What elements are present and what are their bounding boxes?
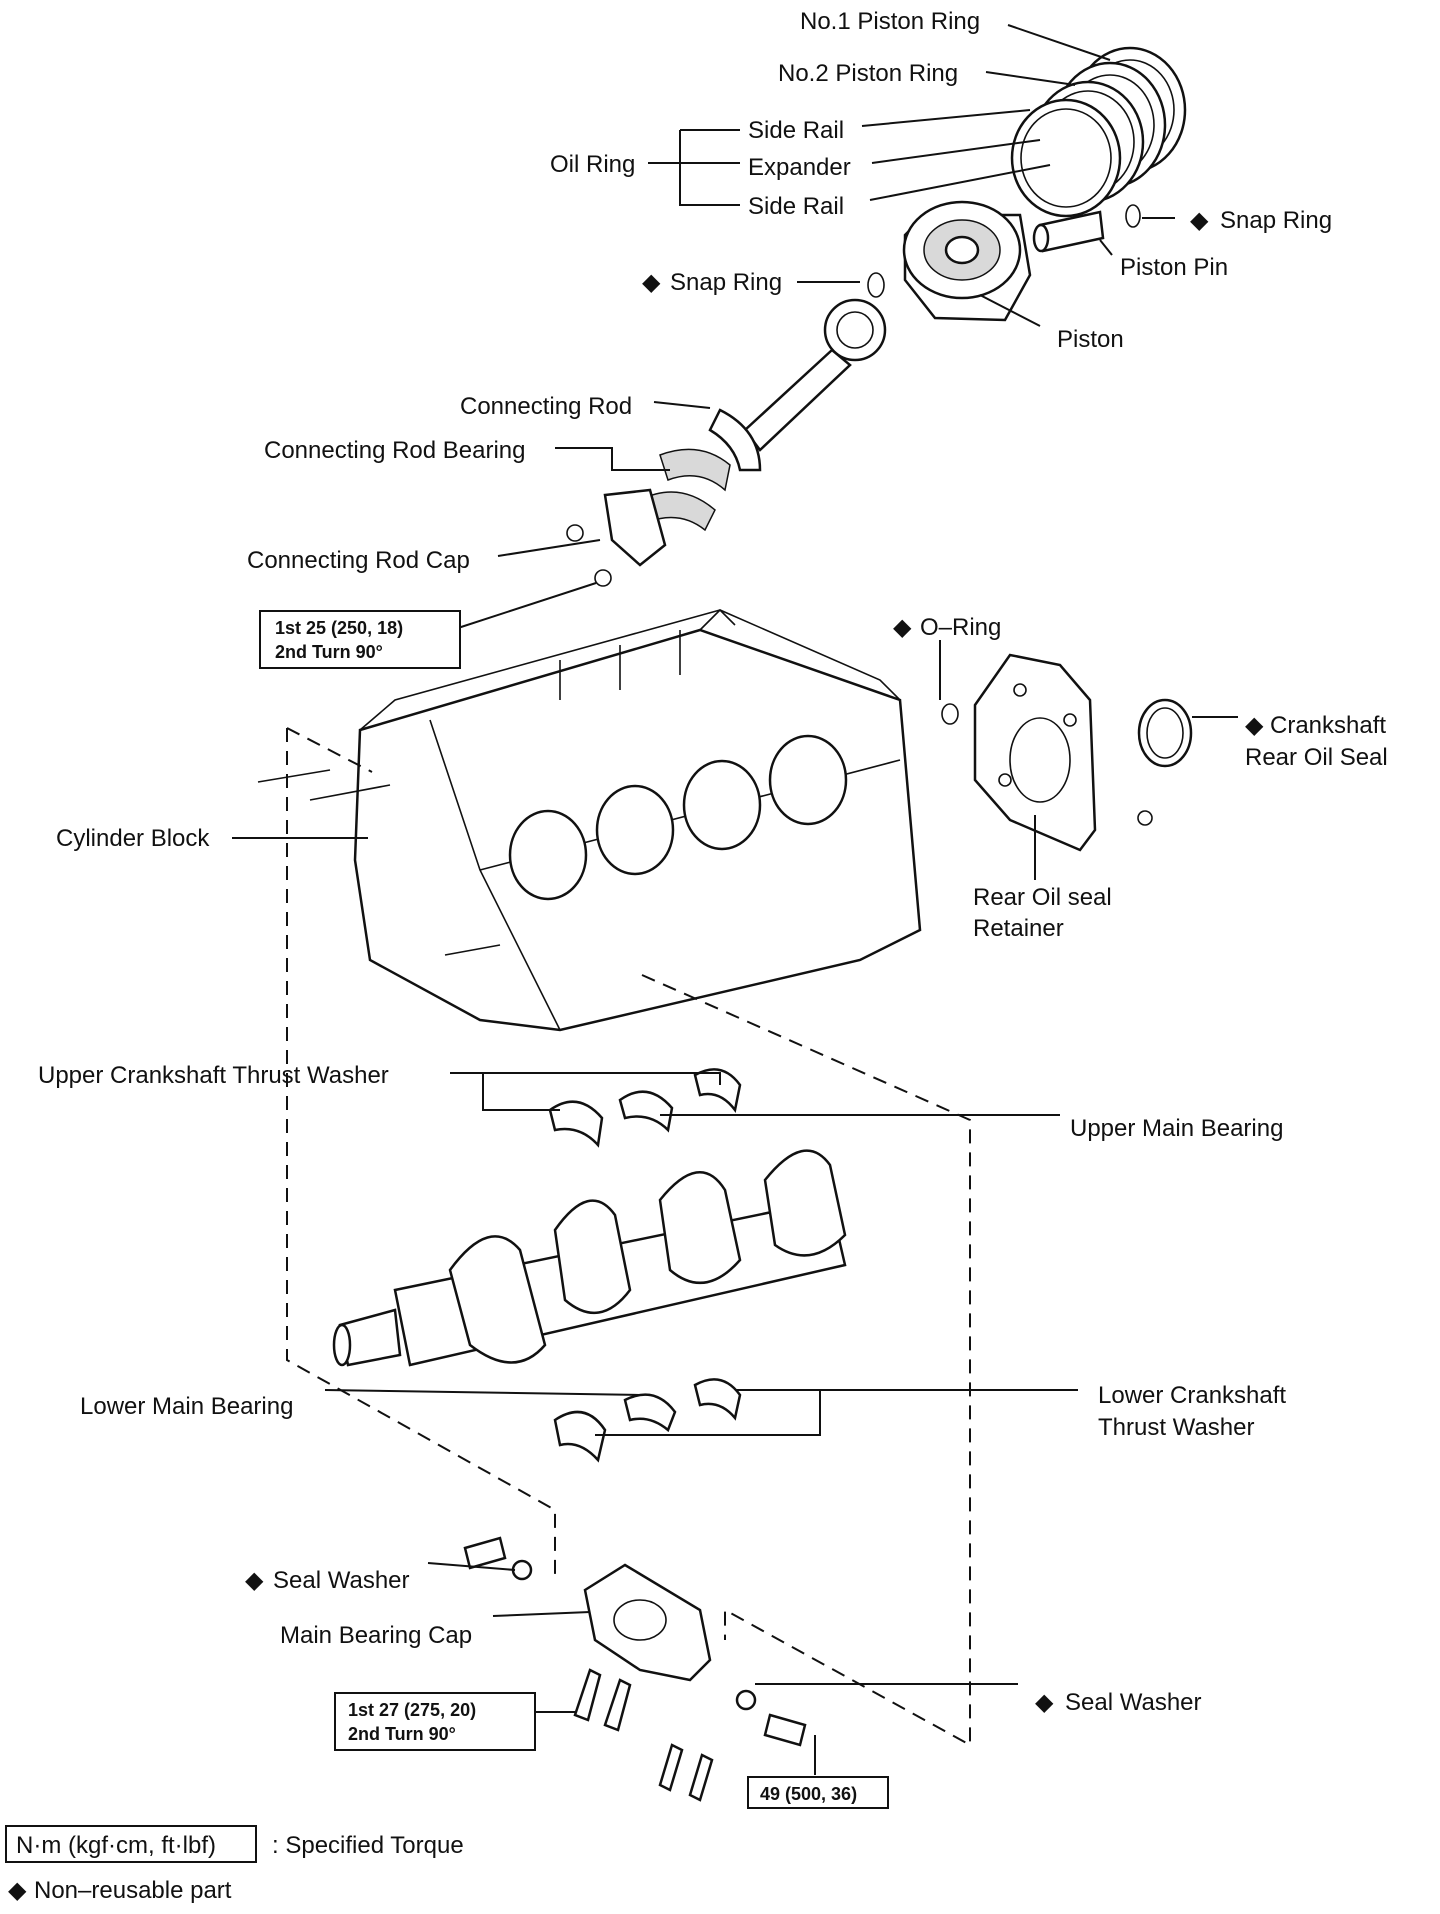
torque-main-bearing-line2: 2nd Turn 90° [348,1724,456,1744]
torque-seal-washer-bolt: 49 (500, 36) [760,1784,857,1804]
piston-rings-drawing [1010,46,1187,218]
label-connecting-rod-bearing: Connecting Rod Bearing [264,437,526,464]
non-reusable-mark: ◆ [642,269,661,296]
label-snap-ring-left: Snap Ring [670,269,782,296]
lower-bearings-drawing [553,1378,742,1463]
rear-oil-seal-retainer-drawing [941,653,1193,852]
legend-unit-box: N·m (kgf·cm, ft·lbf) [16,1832,216,1859]
torque-main-bearing-line1: 1st 27 (275, 20) [348,1700,476,1720]
legend-unit-desc: : Specified Torque [272,1832,464,1859]
connecting-rod-drawing [566,298,887,587]
torque-box-main-bearing-cap: 1st 27 (275, 20) 2nd Turn 90° [334,1692,536,1751]
non-reusable-mark: ◆ [1190,207,1209,234]
label-connecting-rod-cap: Connecting Rod Cap [247,547,470,574]
label-crankshaft-rear-oil-seal-1: Crankshaft [1270,712,1386,739]
cylinder-block-drawing [257,609,922,1032]
piston-pin-drawing [867,204,1141,298]
dashed-alignment-lines [286,727,971,1747]
non-reusable-mark: ◆ [245,1567,264,1594]
non-reusable-mark: ◆ [8,1877,27,1904]
label-crankshaft-rear-oil-seal-2: Rear Oil Seal [1245,744,1388,771]
label-no1-piston-ring: No.1 Piston Ring [800,8,980,35]
label-expander: Expander [748,154,851,181]
label-lower-main-bearing: Lower Main Bearing [80,1393,293,1420]
label-upper-crankshaft-thrust-washer: Upper Crankshaft Thrust Washer [38,1062,389,1089]
label-connecting-rod: Connecting Rod [460,393,632,420]
label-cylinder-block: Cylinder Block [56,825,210,852]
torque-connecting-rod-line2: 2nd Turn 90° [275,642,383,662]
piston-drawing [902,200,1032,322]
label-no2-piston-ring: No.2 Piston Ring [778,60,958,87]
label-side-rail-bottom: Side Rail [748,193,844,220]
torque-connecting-rod-line1: 1st 25 (250, 18) [275,618,403,638]
label-upper-main-bearing: Upper Main Bearing [1070,1115,1283,1142]
non-reusable-mark: ◆ [1035,1689,1054,1716]
non-reusable-mark: ◆ [893,614,912,641]
label-rear-oil-seal-retainer-2: Retainer [973,915,1064,942]
main-bearing-cap-drawing [463,1536,807,1802]
label-side-rail-top: Side Rail [748,117,844,144]
leader-lines [232,24,1238,1775]
upper-bearings-drawing [548,1068,742,1148]
part-labels: No.1 Piston Ring No.2 Piston Ring Oil Ri… [38,8,1388,1716]
torque-box-connecting-rod-cap: 1st 25 (250, 18) 2nd Turn 90° [259,610,461,669]
label-lower-crankshaft-thrust-washer-2: Thrust Washer [1098,1414,1254,1441]
label-piston: Piston [1057,326,1124,353]
label-main-bearing-cap: Main Bearing Cap [280,1622,472,1649]
legend: N·m (kgf·cm, ft·lbf) : Specified Torque … [5,1825,464,1904]
non-reusable-mark: ◆ [1245,712,1264,739]
label-seal-washer-right: Seal Washer [1065,1689,1202,1716]
torque-box-seal-washer-bolt: 49 (500, 36) [747,1776,889,1809]
label-lower-crankshaft-thrust-washer-1: Lower Crankshaft [1098,1382,1286,1409]
label-oil-ring: Oil Ring [550,151,635,178]
label-snap-ring-right: Snap Ring [1220,207,1332,234]
crankshaft-drawing [332,1149,847,1367]
label-seal-washer-left: Seal Washer [273,1567,410,1594]
label-rear-oil-seal-retainer-1: Rear Oil seal [973,884,1112,911]
legend-non-reusable: Non–reusable part [34,1877,232,1904]
label-piston-pin: Piston Pin [1120,254,1228,281]
label-o-ring: O–Ring [920,614,1001,641]
